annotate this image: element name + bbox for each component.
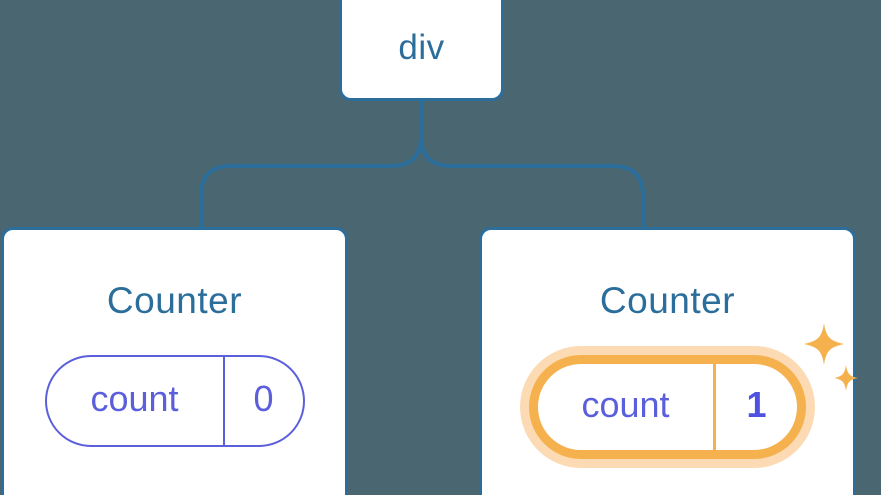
sparkle-large-icon xyxy=(804,323,844,365)
node-div[interactable]: div xyxy=(339,0,504,101)
connector-right-branch xyxy=(419,98,645,229)
node-counter-left-title: Counter xyxy=(106,280,243,321)
state-pill-left[interactable]: count 0 xyxy=(44,355,305,447)
node-counter-right-title: Counter xyxy=(599,280,736,321)
state-pill-right[interactable]: count 1 xyxy=(529,355,806,459)
connector-left-branch xyxy=(199,98,423,229)
state-value-right: 1 xyxy=(713,364,797,450)
state-key-left: count xyxy=(90,378,179,419)
node-div-label: div xyxy=(398,28,445,67)
node-counter-left[interactable]: Counter count 0 xyxy=(1,227,348,495)
sparkles-icon xyxy=(804,323,858,391)
sparkle-small-icon xyxy=(834,365,858,391)
state-pill-wrapper-left: count 0 xyxy=(44,355,305,447)
state-key-right: count xyxy=(581,384,670,425)
node-counter-right[interactable]: Counter count 1 xyxy=(479,227,858,495)
state-pill-wrapper-right: count 1 xyxy=(529,323,858,459)
state-value-left: 0 xyxy=(222,357,303,445)
